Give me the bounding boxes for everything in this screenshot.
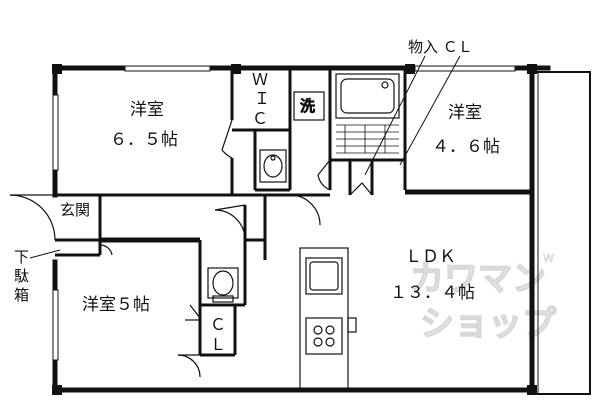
balcony (531, 71, 591, 395)
toilet (207, 267, 239, 303)
windows (52, 65, 516, 361)
watermark-mark: W (543, 252, 554, 265)
shoe-box-char-2: 駄 (14, 267, 29, 285)
washbasin (259, 149, 287, 183)
ldk-name: ＬＤＫ (405, 247, 456, 267)
bathtub (335, 73, 400, 119)
shoe-box-char-1: 下 (14, 248, 29, 266)
storage-cl-leaders (364, 55, 461, 176)
shoe-box-char-3: 箱 (14, 286, 29, 304)
wic-letter-3: Ｃ (252, 109, 268, 128)
washing-machine-space: 洗 (293, 91, 325, 121)
washing-label: 洗 (300, 97, 315, 115)
western-room-a-name: 洋室 (130, 100, 164, 120)
western-room-b-size: ４．６帖 (432, 137, 500, 157)
cl-letter-2: Ｌ (210, 335, 226, 354)
wic-label: Ｗ Ｉ Ｃ (252, 70, 270, 128)
wic-letter-2: Ｉ (254, 89, 270, 108)
columns (52, 64, 537, 395)
kitchen (299, 247, 357, 391)
shower-area (336, 124, 399, 154)
cl-label: Ｃ Ｌ (210, 315, 226, 354)
western-room-a-size: ６．５帖 (110, 130, 178, 150)
western-room-c-label: 洋室５帖 (82, 295, 150, 315)
genkan-label: 玄関 (60, 201, 90, 219)
doors (9, 119, 373, 378)
hatch-walls (100, 189, 532, 243)
interior-walls (55, 68, 532, 357)
storage-cl-label: 物入 ＣＬ (408, 38, 473, 56)
wic-letter-1: Ｗ (252, 70, 268, 89)
cl-letter-1: Ｃ (210, 315, 226, 334)
ldk-size: １３．４帖 (390, 283, 475, 303)
western-room-b-name: 洋室 (448, 103, 482, 123)
watermark-line2: ショップ (420, 304, 556, 344)
watermark-line1: カワマン (410, 259, 546, 299)
shoe-box-label: 下 駄 箱 (14, 248, 61, 304)
